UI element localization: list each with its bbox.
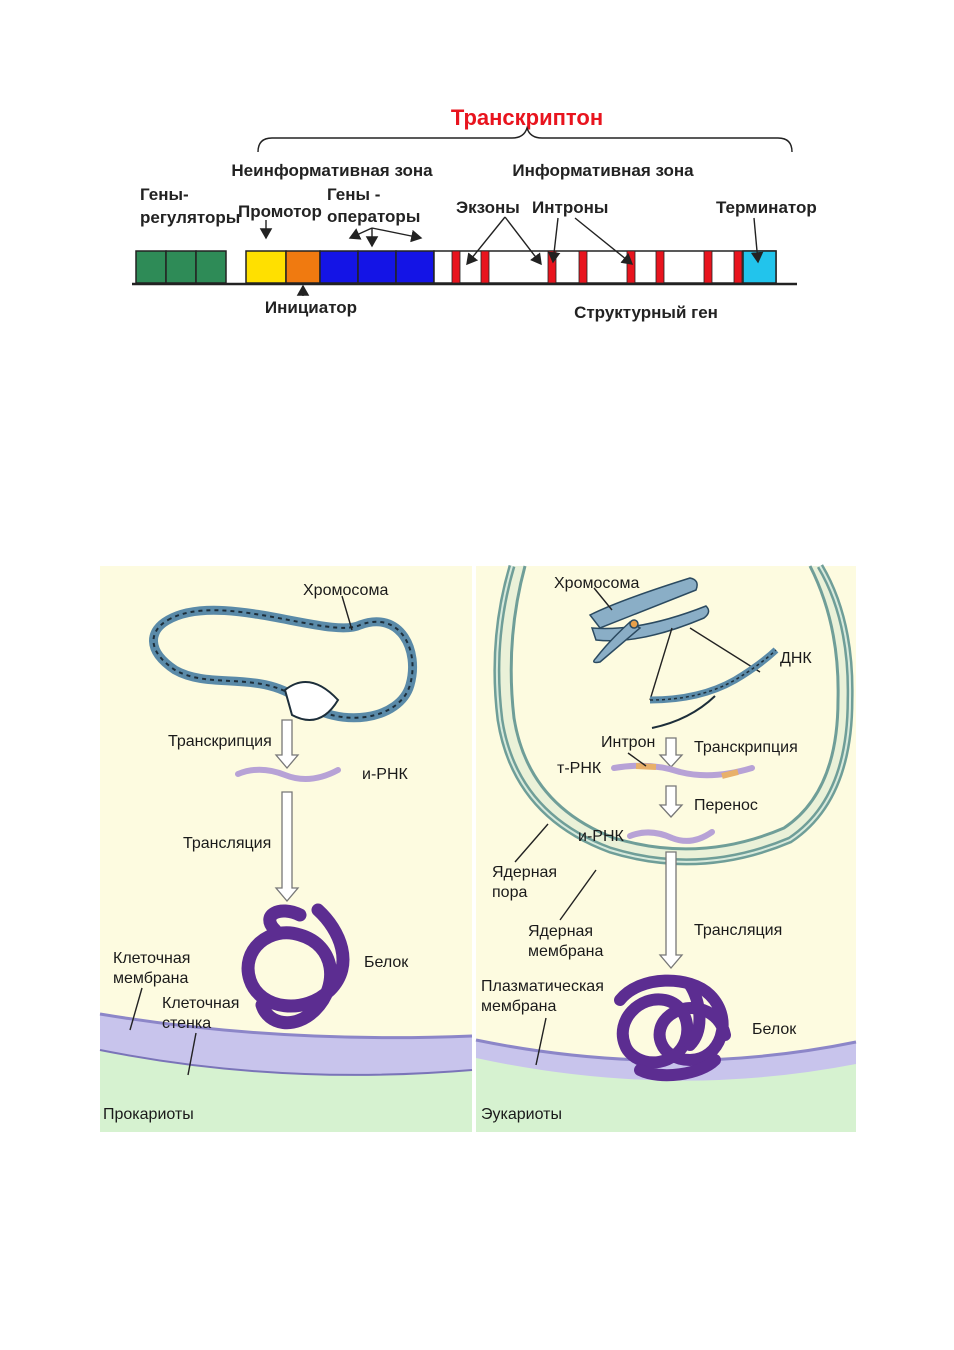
prokaryote-panel: Хромосома Транскрипция и-РНК Трансляция … (99, 566, 473, 1132)
prokaryote-translation-arrow (274, 791, 300, 903)
terminator-label: Терминатор (716, 198, 817, 217)
eukaryote-nuclear-pore-label-line1: Ядерная (492, 864, 557, 881)
eukaryote-protein-label: Белок (752, 1021, 797, 1038)
prokaryote-caption: Прокариоты (103, 1106, 194, 1123)
eukaryote-mrna-strand (627, 829, 715, 844)
structural-gene-label: Структурный ген (574, 303, 718, 322)
introns-label: Интроны (532, 198, 608, 217)
eukaryote-caption: Эукариоты (481, 1106, 562, 1123)
eukaryote-translation-arrow (658, 851, 684, 970)
eukaryote-plasma-membrane-label-line2: мембрана (481, 998, 557, 1015)
gene-label-pointers (259, 216, 764, 296)
transcripton-brace (257, 125, 793, 153)
prokaryote-translation-label: Трансляция (183, 835, 271, 852)
eukaryote-transfer-label: Перенос (694, 797, 758, 814)
eukaryote-panel: Хромосома ДНК Интрон Транскрипция т-РНК … (475, 564, 857, 1132)
prokaryote-chromosome-dna (149, 605, 418, 723)
initiator-label: Инициатор (265, 298, 357, 317)
eukaryote-transcription-label: Транскрипция (694, 739, 798, 756)
prokaryote-chromosome-label: Хромосома (303, 582, 388, 599)
eukaryote-protein (614, 974, 731, 1082)
eukaryote-intron-label: Интрон (601, 734, 655, 751)
eukaryote-nuclear-pore-label-line2: пора (492, 884, 527, 901)
operator-genes-label-line2: операторы (327, 207, 420, 226)
noninformative-zone-label: Неинформативная зона (231, 161, 433, 180)
eukaryote-dna-strand (649, 647, 779, 729)
eukaryote-transcription-arrow (658, 737, 684, 768)
eukaryote-chromosome (588, 577, 710, 664)
informative-zone-label: Информативная зона (512, 161, 694, 180)
prokaryote-protein-label: Белок (364, 954, 409, 971)
initiator-block (285, 250, 321, 284)
eukaryote-nuclear-membrane-label-line1: Ядерная (528, 923, 593, 940)
prokaryote-cell-membrane (99, 1012, 473, 1040)
promoter-label: Промотор (238, 202, 322, 221)
exon-intron-marks (451, 250, 743, 284)
eukaryote-mrna-label: и-РНК (578, 828, 624, 845)
eukaryote-transfer-arrow (658, 785, 684, 818)
regulator-genes-label-line1: Гены- (140, 185, 189, 204)
structural-gene-block (433, 250, 777, 284)
prokaryote-protein (241, 903, 350, 1030)
regulator-genes-label-line2: регуляторы (140, 208, 240, 227)
prokaryote-mrna-strand (235, 766, 341, 782)
exons-label: Экзоны (456, 198, 520, 217)
prokaryote-cell-membrane-label-line2: мембрана (113, 970, 189, 987)
promoter-block (245, 250, 287, 284)
prokaryote-transcription-arrow (274, 719, 300, 770)
prokaryote-cell-wall-label-line1: Клеточная (162, 995, 239, 1012)
prokaryote-transcription-label: Транскрипция (168, 733, 272, 750)
eukaryote-dna-label: ДНК (780, 650, 812, 667)
eukaryote-trna-label: т-РНК (557, 760, 602, 777)
prokaryote-mrna-label: и-РНК (362, 766, 408, 783)
operator-genes-blocks (319, 250, 435, 284)
eukaryote-nuclear-membrane-label-line2: мембрана (528, 943, 604, 960)
eukaryote-chromosome-label: Хромосома (554, 575, 639, 592)
regulator-genes-blocks (135, 250, 227, 284)
eukaryote-plasma-membrane-label-line1: Плазматическая (481, 978, 604, 995)
eukaryote-translation-label: Трансляция (694, 922, 782, 939)
prokaryote-cell-membrane-label-line1: Клеточная (113, 950, 190, 967)
operator-genes-label-line1: Гены - (327, 185, 380, 204)
terminator-block (742, 250, 777, 284)
prokaryote-cell-wall-label-line2: стенка (162, 1015, 211, 1032)
gene-structure-diagram: Транскриптон Неинформативная зона Информ… (132, 105, 817, 322)
